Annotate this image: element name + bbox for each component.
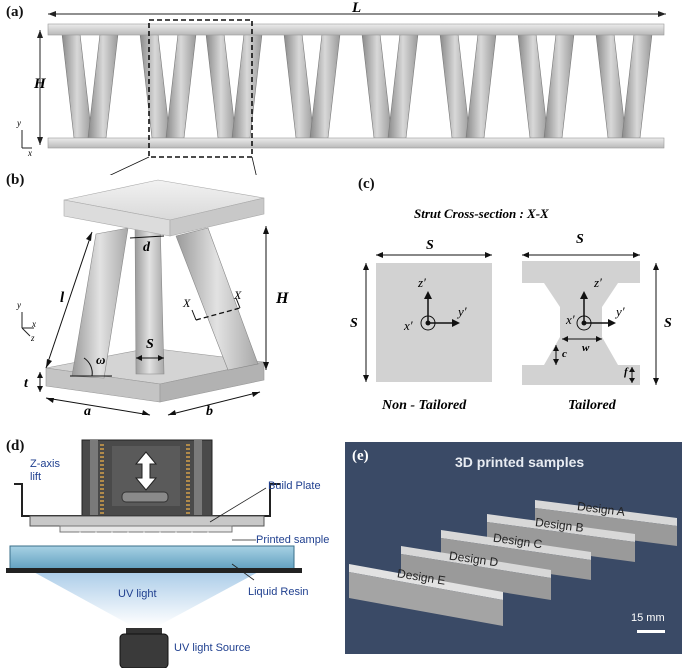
z-axis-lift-label: Z-axis lift bbox=[30, 458, 60, 484]
z-axis-lift-text: Z-axis lift bbox=[30, 458, 60, 483]
dim-b-label: b bbox=[206, 404, 213, 419]
left-zp: z′ bbox=[418, 275, 426, 290]
scale-bar-label: 15 mm bbox=[631, 612, 665, 624]
cross-section-title: Strut Cross-section : X-X bbox=[414, 206, 549, 221]
left-side-S: S bbox=[350, 316, 358, 331]
printed-sample-label: Printed sample bbox=[256, 534, 330, 546]
photo-title: 3D printed samples bbox=[455, 454, 585, 470]
panel-c-sections bbox=[363, 252, 659, 385]
panel-b-unit-cell bbox=[21, 179, 269, 416]
axis-y-label-a: y bbox=[17, 118, 21, 128]
dim-a-label: a bbox=[84, 404, 91, 419]
left-xp: x′ bbox=[404, 318, 413, 333]
right-yp: y′ bbox=[616, 304, 625, 319]
dim-L-label: L bbox=[352, 0, 362, 16]
right-w: w bbox=[582, 342, 590, 354]
section-x2-label: X bbox=[234, 288, 242, 302]
scale-bar bbox=[637, 630, 665, 633]
dim-H-label-a: H bbox=[34, 76, 46, 92]
panel-d-label: (d) bbox=[6, 438, 25, 454]
dim-H-label-b: H bbox=[276, 290, 289, 307]
panel-a-label: (a) bbox=[6, 4, 24, 20]
right-caption: Tailored bbox=[568, 398, 616, 413]
right-c: c bbox=[562, 348, 567, 360]
dim-d-label: d bbox=[143, 240, 150, 255]
left-caption: Non - Tailored bbox=[382, 398, 467, 413]
sample-bars bbox=[349, 500, 677, 626]
uv-light-label: UV light bbox=[118, 588, 157, 600]
panel-d-printer bbox=[6, 439, 302, 668]
right-xp: x′ bbox=[566, 312, 575, 327]
axis-y-label-b: y bbox=[17, 300, 21, 310]
uv-light-source-label: UV light Source bbox=[174, 642, 251, 654]
axis-z-label-b: z bbox=[31, 333, 35, 343]
liquid-resin-label: Liquid Resin bbox=[248, 586, 309, 598]
panel-e-label: (e) bbox=[352, 448, 369, 464]
left-top-S: S bbox=[426, 238, 434, 253]
angle-omega-label: ω bbox=[96, 352, 106, 367]
axis-x-label-a: x bbox=[28, 148, 32, 158]
dim-t-label: t bbox=[24, 376, 28, 391]
dim-S-label-b: S bbox=[146, 337, 154, 352]
right-top-S: S bbox=[576, 232, 584, 247]
dim-l-label: l bbox=[60, 290, 65, 306]
panel-b-label: (b) bbox=[6, 172, 25, 188]
right-zp: z′ bbox=[594, 275, 602, 290]
build-plate-label: Build Plate bbox=[268, 480, 321, 492]
panel-e-samples bbox=[349, 500, 677, 626]
section-x1-label: X bbox=[183, 296, 191, 310]
right-side-S: S bbox=[664, 316, 672, 331]
axis-x-label-b: x bbox=[32, 319, 36, 329]
panel-c-label: (c) bbox=[358, 176, 375, 192]
right-f: f bbox=[624, 366, 628, 378]
panel-a-lattice bbox=[21, 11, 666, 175]
left-yp: y′ bbox=[458, 304, 467, 319]
panel-e-photo: 3D printed samples Design A Design B Des… bbox=[345, 442, 682, 654]
